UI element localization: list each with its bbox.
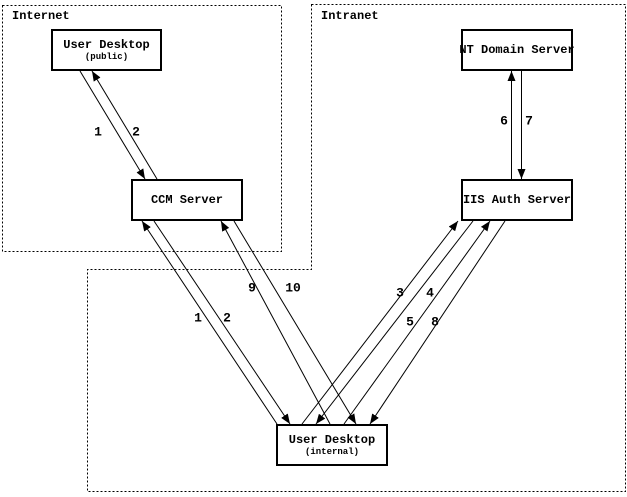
node-ccm-server: CCM Server bbox=[131, 179, 243, 221]
edge-label-step7: 7 bbox=[525, 113, 533, 129]
edge-label-step2-public: 2 bbox=[132, 124, 140, 140]
internet-zone-border bbox=[2, 5, 282, 252]
arrow-internal-desktop-to-iis-step5 bbox=[343, 220, 491, 425]
arrow-ccm-to-internal-desktop-step10 bbox=[233, 220, 357, 425]
node-title: IIS Auth Server bbox=[462, 192, 572, 207]
edge-label-step9: 9 bbox=[248, 280, 256, 296]
intranet-zone-label: Intranet bbox=[321, 9, 379, 23]
edge-label-step6: 6 bbox=[500, 113, 508, 129]
edge-label-step1-internal: 1 bbox=[194, 310, 202, 326]
arrow-internal-desktop-to-ccm-step9 bbox=[220, 220, 331, 425]
edge-label-step5: 5 bbox=[406, 314, 414, 330]
node-title: User Desktop bbox=[288, 432, 376, 447]
arrow-internal-desktop-to-iis-step3 bbox=[301, 220, 459, 425]
edge-label-step2-internal: 2 bbox=[223, 310, 231, 326]
node-subtitle: (public) bbox=[84, 51, 129, 62]
node-user-desktop-public: User Desktop (public) bbox=[51, 29, 162, 71]
arrow-iis-to-internal-desktop-step8 bbox=[369, 220, 506, 425]
node-nt-domain-server: NT Domain Server bbox=[459, 29, 575, 71]
node-title: NT Domain Server bbox=[459, 42, 575, 57]
edge-label-step8: 8 bbox=[431, 314, 439, 330]
node-subtitle: (internal) bbox=[304, 446, 359, 457]
node-title: User Desktop bbox=[63, 37, 150, 52]
arrow-public-desktop-to-ccm bbox=[79, 70, 146, 180]
internet-zone-label: Internet bbox=[12, 9, 70, 23]
edge-label-step3: 3 bbox=[396, 285, 404, 301]
node-iis-auth-server: IIS Auth Server bbox=[461, 179, 573, 221]
edge-label-step10: 10 bbox=[285, 280, 301, 296]
arrow-ccm-to-internal-desktop bbox=[153, 220, 291, 425]
intranet-zone-border bbox=[87, 4, 626, 492]
edge-label-step4: 4 bbox=[426, 285, 434, 301]
arrow-ccm-to-public-desktop bbox=[91, 70, 158, 180]
arrow-iis-to-internal-desktop-step4 bbox=[315, 220, 474, 425]
arrow-internal-desktop-to-ccm bbox=[141, 220, 278, 425]
edge-label-step1-public: 1 bbox=[94, 124, 102, 140]
node-title: CCM Server bbox=[150, 192, 223, 207]
node-user-desktop-internal: User Desktop (internal) bbox=[276, 424, 388, 466]
